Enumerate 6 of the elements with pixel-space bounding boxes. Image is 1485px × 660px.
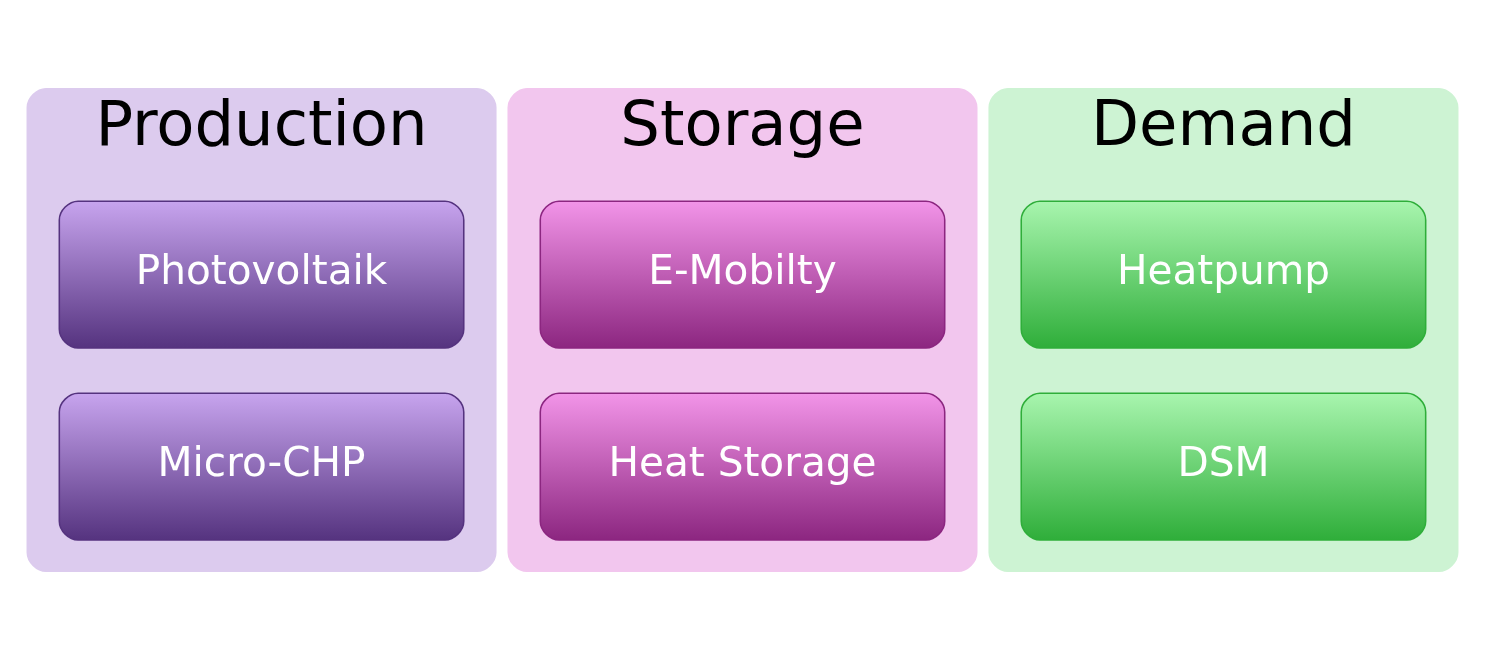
node-box: E-Mobilty (539, 200, 946, 349)
node-box: Photovoltaik (58, 200, 465, 349)
node-box: Micro-CHP (58, 392, 465, 541)
node-box: Heat Storage (539, 392, 946, 541)
node-box: Heatpump (1020, 200, 1427, 349)
node-box: DSM (1020, 392, 1427, 541)
